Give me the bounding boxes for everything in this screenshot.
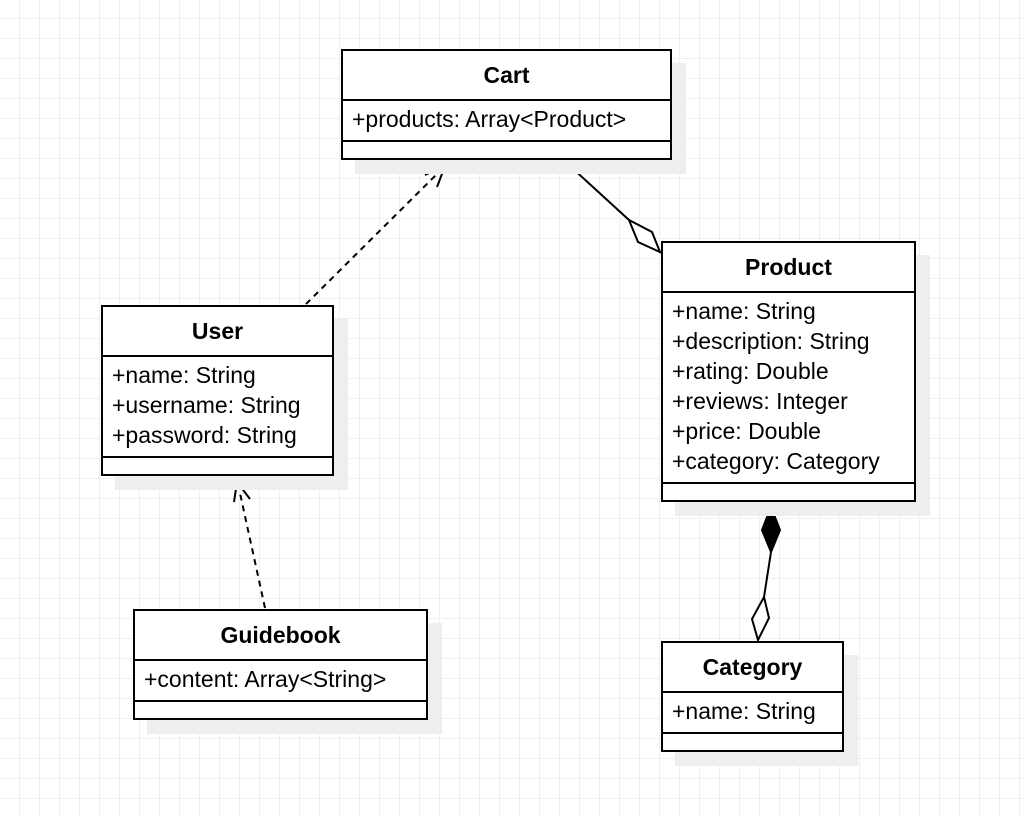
class-attribute: +name: String [672,298,816,324]
class-attributes: +name: String +username: String +passwor… [103,357,332,458]
class-attribute: +content: Array<String> [144,666,387,692]
class-name: Category [663,643,842,693]
class-operations [103,458,332,474]
open-arrowhead-icon [233,479,251,503]
class-attribute: +name: String [672,698,816,724]
open-arrowhead-icon [424,164,447,188]
class-attribute: +products: Array<Product> [352,106,627,132]
edge-product-category[interactable] [763,551,772,598]
class-attributes: +products: Array<Product> [343,101,670,142]
class-attributes: +name: String [663,693,842,734]
class-attribute: +username: String [112,392,301,418]
class-attribute: +reviews: Integer [672,388,848,414]
class-user[interactable]: User +name: String +username: String +pa… [101,305,334,476]
class-attribute: +password: String [112,422,297,448]
class-product[interactable]: Product +name: String +description: Stri… [661,241,916,502]
class-name: Product [663,243,914,293]
class-name: User [103,307,332,357]
class-operations [663,734,842,750]
hollow-diamond-icon [627,217,662,254]
class-operations [343,142,670,158]
class-attributes: +content: Array<String> [135,661,426,702]
class-operations [135,702,426,718]
class-cart[interactable]: Cart +products: Array<Product> [341,49,672,160]
class-attribute: +description: String [672,328,870,354]
class-name: Cart [343,51,670,101]
class-attribute: +price: Double [672,418,821,444]
filled-diamond-icon [760,504,782,555]
class-category[interactable]: Category +name: String [661,641,844,752]
class-attribute: +category: Category [672,448,880,474]
class-operations [663,484,914,500]
edge-cart-product-aggregation[interactable] [569,165,630,221]
class-attribute: +rating: Double [672,358,829,384]
edge-guidebook-user-dependency[interactable] [237,483,266,609]
hollow-diamond-icon [750,594,771,643]
class-guidebook[interactable]: Guidebook +content: Array<String> [133,609,428,720]
class-attribute: +name: String [112,362,256,388]
class-attributes: +name: String +description: String +rati… [663,293,914,484]
edge-user-cart-dependency[interactable] [305,167,444,305]
class-name: Guidebook [135,611,426,661]
